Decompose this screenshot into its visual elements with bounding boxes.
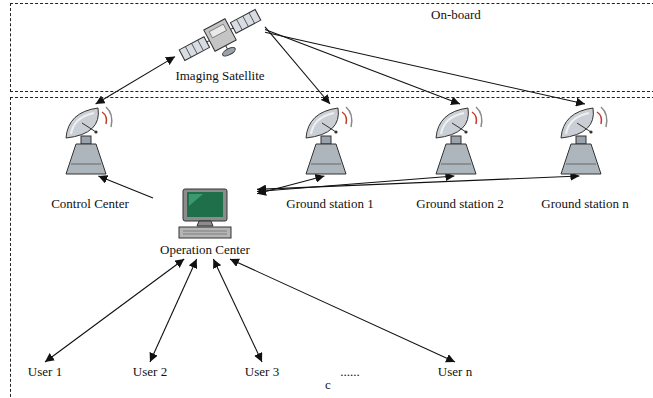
node-label: User n bbox=[431, 362, 480, 381]
region-label: c bbox=[325, 377, 331, 392]
node-label: User 2 bbox=[126, 362, 175, 381]
connector-arrow bbox=[265, 27, 330, 104]
connector-arrow bbox=[257, 176, 454, 192]
ground-station-dish: Ground station n bbox=[557, 104, 613, 176]
user-node: User 3 bbox=[238, 362, 287, 381]
node-label: User 1 bbox=[21, 362, 70, 381]
ground-station-dish-graphic bbox=[302, 104, 358, 176]
node-label: Ground station 1 bbox=[286, 196, 373, 211]
region-label: On-board bbox=[431, 7, 481, 22]
user-node: User 2 bbox=[126, 362, 175, 381]
connector-arrow bbox=[45, 259, 184, 362]
satellite-icon: Imaging Satellite bbox=[175, 8, 265, 62]
connector-arrow bbox=[265, 30, 460, 104]
operation-center: Operation Center bbox=[153, 188, 257, 259]
user-node: User n bbox=[431, 362, 480, 381]
ground-region: Control CenterGround station 1Ground sta… bbox=[10, 97, 653, 398]
node-label: Ground station n bbox=[541, 196, 628, 211]
connector-arrow bbox=[230, 259, 455, 362]
node-label: Ground station 2 bbox=[416, 196, 503, 211]
ground-station-dish-graphic bbox=[432, 104, 488, 176]
operation-center-graphic bbox=[177, 188, 233, 240]
node-label: User 3 bbox=[238, 362, 287, 381]
user-node: User 1 bbox=[21, 362, 70, 381]
node-label: Imaging Satellite bbox=[175, 68, 264, 83]
node-label: Control Center bbox=[51, 196, 129, 211]
connector-arrow bbox=[265, 32, 585, 104]
ellipsis-label: ...... bbox=[340, 364, 360, 379]
ground-station-dish-graphic bbox=[557, 104, 613, 176]
connector-arrow bbox=[257, 176, 579, 189]
node-label: Operation Center bbox=[153, 240, 257, 259]
onboard-region: Imaging Satellite On-board bbox=[10, 3, 653, 92]
control-center-dish-graphic bbox=[62, 104, 118, 176]
ground-station-dish: Ground station 2 bbox=[432, 104, 488, 176]
ground-station-dish: Ground station 1 bbox=[302, 104, 358, 176]
connector-arrow bbox=[213, 259, 262, 362]
connector-arrow bbox=[150, 259, 197, 362]
control-center-dish: Control Center bbox=[62, 104, 118, 176]
satellite-icon-graphic bbox=[175, 8, 265, 62]
connector-arrow bbox=[98, 176, 153, 198]
